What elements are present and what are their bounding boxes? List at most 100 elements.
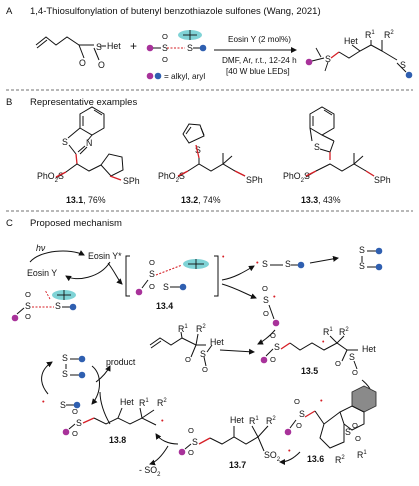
m138-s-label: S: [76, 418, 82, 428]
m-rad-dot-1: •: [256, 258, 259, 267]
section-c-letter: C: [6, 218, 13, 229]
ex2-sph-label: SPh: [246, 175, 263, 185]
eosin-star-label: Eosin Y*: [88, 251, 122, 261]
ex1-phso2-label: PhO2S: [37, 171, 64, 184]
ex1-sph-label: SPh: [123, 176, 140, 186]
cycle-s-radical-label: S: [60, 400, 66, 410]
substrate-o-label-2: O: [202, 365, 208, 374]
substrate-r2-label: R2: [196, 323, 206, 334]
reagent-dot-magenta: [146, 44, 154, 52]
m137-o-label-2: O: [188, 448, 194, 457]
m-br-o-label-1: O: [149, 258, 155, 267]
m135-s-label-2: S: [349, 352, 355, 362]
cycle-dimer-s-label-2: S: [62, 369, 68, 379]
m135-o-label-4: O: [352, 368, 358, 377]
cycle-dimer-s-label-1: S: [62, 353, 68, 363]
svg-text:•: •: [322, 339, 325, 346]
reactant-s-label: S: [96, 42, 102, 52]
sulfonyl-dot: •: [273, 292, 276, 301]
svg-text:•: •: [222, 254, 225, 261]
reactant-het-label: Het: [107, 41, 121, 51]
product-dot-blue: [405, 71, 413, 79]
dimer-s-label-1: S: [359, 245, 365, 255]
m136-o-label-3: O: [352, 421, 358, 430]
ex3-caption: 13.3, 43%: [301, 195, 341, 205]
m-rad-s-label-2: S: [285, 259, 291, 269]
m135-s-label-1: S: [274, 342, 280, 352]
cycle-arrow-right: [91, 365, 100, 405]
ex1-benzo-ring: [79, 106, 105, 136]
reactant-chain: [35, 36, 94, 46]
substrate-o-label-1: O: [185, 355, 191, 364]
ex2-caption: 13.2, 74%: [181, 195, 221, 205]
m136-s-label-1: S: [299, 409, 305, 419]
hv-label: hν: [36, 243, 46, 253]
substrate-het-label: Het: [210, 337, 224, 347]
m-left-o-label-2: O: [25, 312, 31, 321]
section-b-letter: B: [6, 97, 13, 108]
bracket-right: [214, 255, 219, 297]
m138-o-label-2: O: [72, 429, 78, 438]
ex3-benzo-ring: [309, 106, 335, 136]
m137-s-label: S: [192, 437, 198, 447]
m-left-s-label-1: S: [25, 301, 31, 311]
m137-so2-label: SO2: [264, 450, 281, 463]
product-s-label-2: S: [400, 60, 406, 70]
label-13-7: 13.7: [229, 460, 247, 470]
dimer-s-label-2: S: [359, 261, 365, 271]
m135-o-label-2: O: [270, 355, 276, 364]
m-left-o-label-1: O: [25, 290, 31, 299]
m135-o-label-1: O: [270, 331, 276, 340]
m135-o-label-3: O: [335, 359, 341, 368]
eosin-return-arrow: [65, 261, 111, 282]
ex2-phso2-label: PhO2S: [158, 171, 185, 184]
product-r2-label: R2: [384, 29, 394, 40]
m136-o-label-4: O: [355, 434, 361, 443]
m-br-s-label-2: S: [163, 282, 169, 292]
label-13-5: 13.5: [301, 366, 319, 376]
m137-r2-label: R2: [266, 415, 276, 426]
ex3-s-label: S: [314, 142, 320, 152]
m137-o-label-1: O: [188, 426, 194, 435]
substrate-s-label: S: [200, 349, 206, 359]
m138-r2-label: R2: [157, 397, 167, 408]
plus-sign: +: [130, 39, 138, 53]
conditions-label-1: DMF, Ar, r.t., 12-24 h: [222, 56, 297, 65]
ex3-sph-label: SPh: [374, 175, 391, 185]
m137-het-label: Het: [230, 415, 244, 425]
legend-dot-blue: [154, 72, 162, 80]
reagent-dot-blue: [199, 44, 207, 52]
product-het-label: Het: [344, 36, 358, 46]
product-chain: [338, 44, 398, 61]
m136-r2-label: R2: [335, 454, 345, 465]
section-a-letter: A: [6, 6, 13, 17]
m136-s-label-2: S: [345, 427, 351, 437]
product-dot-magenta: [305, 58, 313, 66]
label-13-8: 13.8: [109, 435, 127, 445]
legend-text: = alkyl, aryl: [164, 72, 206, 81]
ex1-cyclopentyl: [100, 153, 124, 177]
ex1-caption: 13.1, 76%: [66, 195, 106, 205]
minus-so2-label: - SO2: [139, 465, 161, 478]
hv-arrow: [29, 250, 85, 263]
section-b-title: Representative examples: [30, 97, 138, 108]
dimer-arrow: [309, 255, 339, 264]
label-13-4: 13.4: [156, 301, 174, 311]
reagent-s-label-1: S: [162, 43, 168, 53]
label-13-6: 13.6: [307, 454, 325, 464]
m137-dot: •: [288, 446, 291, 455]
m136-o-label-2: O: [296, 421, 302, 430]
sulfonyl-o-label-1: O: [262, 284, 268, 293]
cycle-arrow-left: [41, 361, 53, 395]
sulfonyl-o-label-2: O: [263, 309, 269, 318]
m138-dot: •: [161, 416, 164, 425]
m138-r1-label: R1: [139, 397, 149, 408]
section-c-title: Proposed mechanism: [30, 218, 122, 229]
m-rad-s-label-1: S: [262, 259, 268, 269]
sulfonyl-s-label: S: [263, 295, 269, 305]
m136-o-label-1: O: [294, 397, 300, 406]
m138-o-label-1: O: [72, 407, 78, 416]
m135-het-label: Het: [362, 344, 376, 354]
bracket-left: [125, 255, 130, 297]
